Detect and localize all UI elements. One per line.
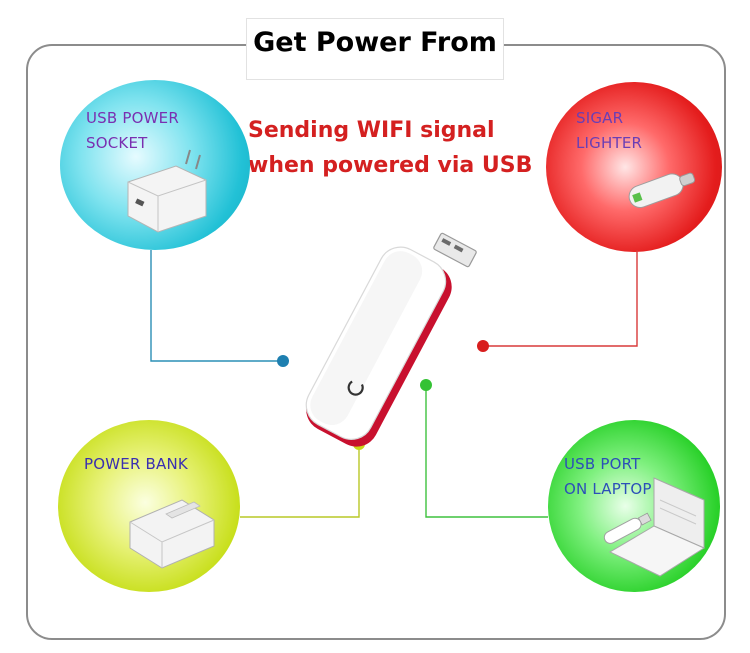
wall-adapter-icon — [127, 149, 207, 233]
power-bank-label: POWER BANK — [84, 452, 188, 477]
cigar-lighter-circle — [546, 82, 722, 252]
connector-usb-socket — [150, 250, 282, 362]
subtitle-line-1: Sending WIFI signal — [248, 118, 495, 143]
diagram-title: Get Power From — [246, 18, 504, 80]
power-bank-icon — [129, 499, 215, 569]
subtitle-line-2: when powered via USB — [248, 153, 533, 178]
usb-power-socket-label: USB POWER SOCKET — [86, 106, 179, 156]
usb-modem-icon — [305, 232, 477, 447]
connector-dot-cigar — [477, 340, 489, 352]
cigar-lighter-label: SIGAR LIGHTER — [576, 106, 642, 156]
laptop-usb-port-label: USB PORT ON LAPTOP — [564, 452, 652, 502]
laptop-usb-port-label-line-2: ON LAPTOP — [564, 480, 652, 498]
cigar-lighter-label-line-2: LIGHTER — [576, 134, 643, 152]
usb-power-socket-label-line-1: USB POWER — [86, 109, 179, 127]
subtitle: Sending WIFI signal when powered via USB — [248, 113, 548, 183]
laptop-icon — [603, 477, 706, 577]
connector-power-bank — [240, 444, 360, 518]
car-charger-icon — [628, 172, 696, 208]
power-bank-circle — [58, 420, 240, 592]
connector-laptop — [425, 386, 548, 518]
connector-cigar — [484, 250, 638, 347]
power-bank-label-line-1: POWER BANK — [84, 455, 188, 473]
connector-dot-usb-socket — [277, 355, 289, 367]
usb-power-socket-label-line-2: SOCKET — [86, 134, 148, 152]
laptop-usb-port-label-line-1: USB PORT — [564, 455, 641, 473]
cigar-lighter-label-line-1: SIGAR — [576, 109, 624, 127]
connector-dot-laptop — [420, 379, 432, 391]
